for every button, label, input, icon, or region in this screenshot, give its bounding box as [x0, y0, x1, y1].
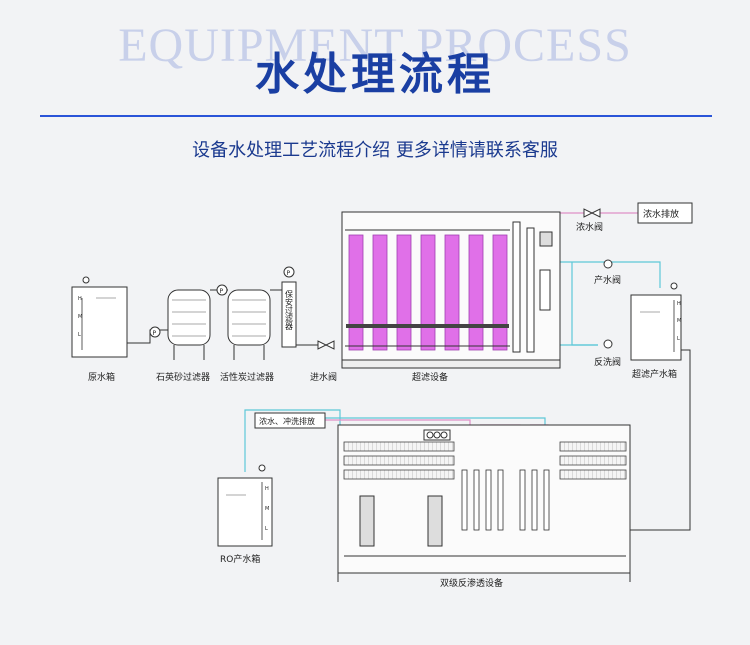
raw-water-tank: H M L 原水箱 — [71, 276, 128, 383]
backwash-valve-label: 反洗阀 — [594, 356, 621, 368]
raw-tank-label: 原水箱 — [88, 371, 115, 383]
uf-product-tank-label: 超滤产水箱 — [632, 368, 677, 380]
svg-text:H: H — [78, 296, 82, 302]
security-filter: P 保安过滤器 — [281, 266, 297, 348]
svg-text:P: P — [220, 288, 224, 295]
svg-text:M: M — [677, 318, 681, 324]
pump-symbol: P — [149, 326, 161, 338]
inlet-valve: 进水阀 — [310, 340, 337, 383]
svg-text:H: H — [265, 486, 269, 492]
watermark-text: EQUIPMENT PROCESS — [118, 19, 632, 72]
conc-discharge-label: 浓水排放 — [643, 208, 679, 220]
uf-equipment-label: 超滤设备 — [412, 371, 448, 383]
svg-text:P: P — [287, 270, 291, 277]
svg-text:H: H — [677, 301, 681, 307]
ro-equipment: 双级反渗透设备 — [337, 424, 631, 589]
ro-flowmeters — [461, 469, 550, 531]
page-subtitle: 设备水处理工艺流程介绍 更多详情请联系客服 — [192, 140, 558, 161]
quartz-filter-label: 石英砂过滤器 — [156, 371, 210, 383]
uf-equipment: 超滤设备 — [341, 211, 561, 383]
quartz-sand-filter: P 石英砂过滤器 — [156, 284, 228, 383]
conc-flush-discharge-label: 浓水、冲洗排放 — [259, 416, 315, 426]
uf-product-tank: H M L 超滤产水箱 — [630, 282, 682, 380]
ro-membrane-tubes — [343, 441, 627, 480]
svg-text:M: M — [265, 506, 269, 512]
concentrate-discharge-box: 浓水排放 — [637, 202, 693, 224]
ro-pumps — [359, 495, 443, 547]
svg-text:P: P — [153, 330, 157, 337]
security-filter-label: 保安过滤器 — [285, 289, 294, 331]
activated-carbon-filter: 活性炭过滤器 — [220, 289, 274, 383]
ro-product-tank: H M L RO产水箱 — [217, 464, 273, 565]
conc-valve-label: 浓水阀 — [576, 221, 603, 233]
backwash-valve: 反洗阀 — [594, 339, 621, 368]
title-divider — [40, 115, 712, 117]
product-valve: 产水阀 — [594, 259, 621, 286]
svg-text:L: L — [78, 332, 81, 338]
uf-membranes — [348, 234, 508, 351]
concentrate-valve: 浓水阀 — [576, 208, 603, 233]
svg-text:L: L — [265, 526, 268, 532]
page-title: 水处理流程 — [255, 49, 495, 100]
svg-text:L: L — [677, 336, 680, 342]
ro-equipment-label: 双级反渗透设备 — [440, 577, 503, 589]
conc-flush-discharge-box: 浓水、冲洗排放 — [254, 412, 326, 429]
carbon-filter-label: 活性炭过滤器 — [220, 371, 274, 383]
product-valve-label: 产水阀 — [594, 274, 621, 286]
svg-text:M: M — [78, 314, 82, 320]
ro-product-tank-label: RO产水箱 — [220, 553, 260, 565]
inlet-valve-label: 进水阀 — [310, 371, 337, 383]
